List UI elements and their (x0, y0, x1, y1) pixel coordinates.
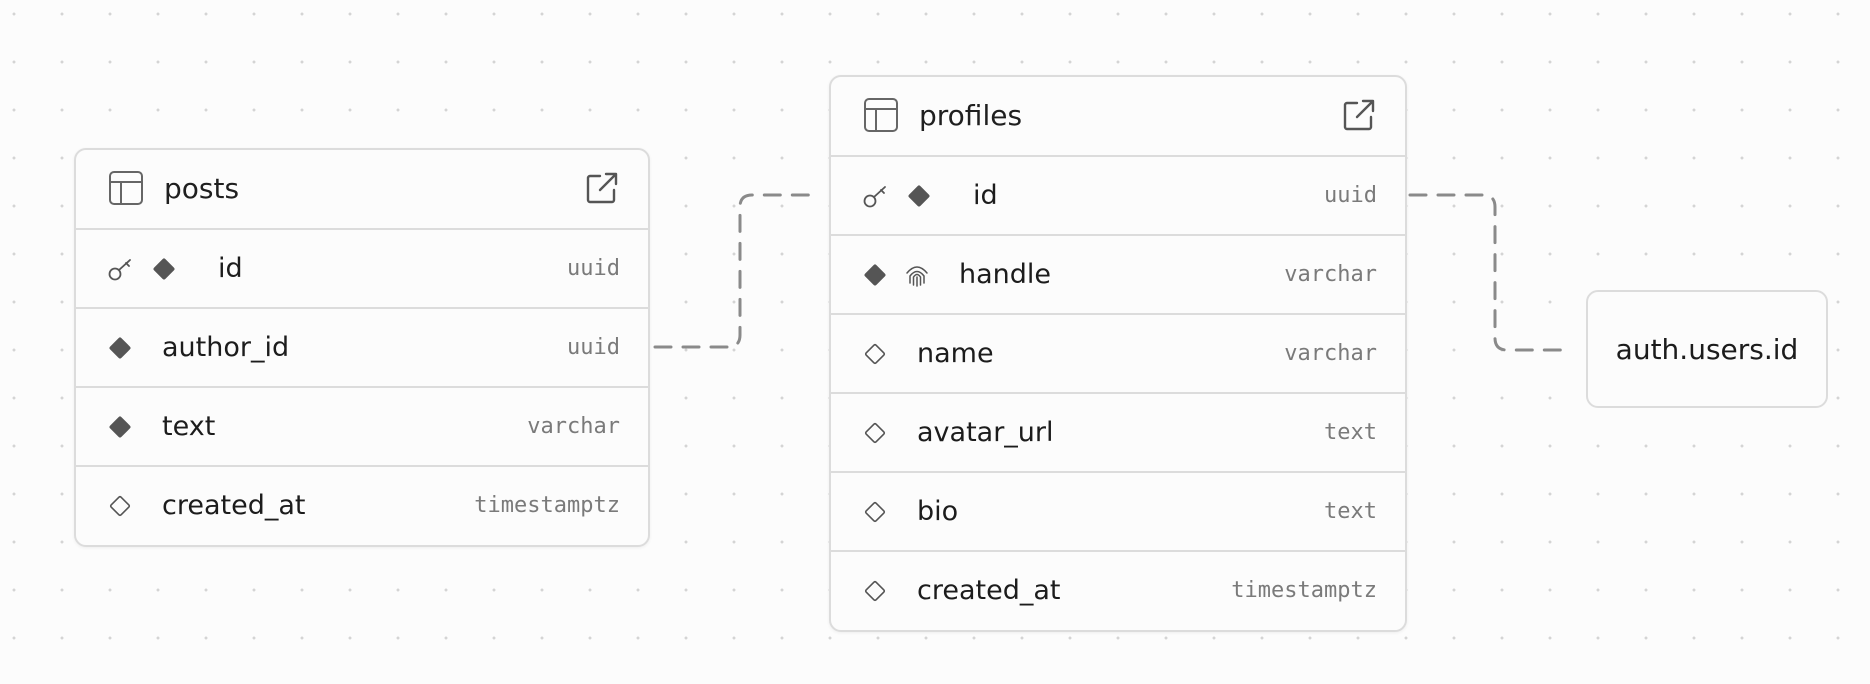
column-row-created-at[interactable]: created_at timestamptz (831, 552, 1405, 629)
reference-node-auth-users-id[interactable]: auth.users.id (1586, 290, 1828, 408)
external-link-icon[interactable] (1341, 97, 1377, 133)
column-name: created_at (917, 575, 1061, 606)
filled-diamond-icon (109, 337, 131, 359)
column-name: id (218, 253, 243, 284)
column-name: text (162, 411, 216, 442)
column-name: bio (917, 496, 959, 527)
filled-diamond-icon (864, 264, 886, 286)
column-type: uuid (1324, 183, 1377, 208)
connector-profiles-id-to-auth-users-id (1408, 193, 1570, 352)
column-name: id (973, 180, 998, 211)
filled-diamond-icon (153, 258, 175, 280)
column-type: timestamptz (1231, 578, 1377, 603)
column-type: varchar (1284, 262, 1377, 287)
filled-diamond-icon (109, 416, 131, 438)
table-card-profiles[interactable]: profiles id uuid handle varchar (829, 75, 1407, 632)
table-title: posts (164, 172, 240, 205)
hollow-diamond-icon (864, 422, 886, 444)
table-title: profiles (919, 99, 1023, 132)
column-row-id[interactable]: id uuid (831, 157, 1405, 236)
column-row-author-id[interactable]: author_id uuid (76, 309, 648, 388)
column-row-avatar-url[interactable]: avatar_url text (831, 394, 1405, 473)
column-type: text (1324, 420, 1377, 445)
fingerprint-icon (906, 266, 928, 287)
table-header: posts (76, 150, 648, 230)
table-header: profiles (831, 77, 1405, 157)
hollow-diamond-icon (864, 343, 886, 365)
column-row-bio[interactable]: bio text (831, 473, 1405, 552)
column-type: uuid (567, 256, 620, 281)
hollow-diamond-icon (109, 495, 131, 517)
connector-posts-author-id-to-profiles-id (653, 193, 818, 349)
key-icon (863, 186, 886, 208)
external-link-icon[interactable] (584, 170, 620, 206)
table-card-posts[interactable]: posts id uuid author_id uuid text varcha… (74, 148, 650, 547)
table-icon (109, 171, 143, 205)
column-type: timestamptz (474, 493, 620, 518)
filled-diamond-icon (908, 185, 930, 207)
column-type: text (1324, 499, 1377, 524)
table-icon (864, 98, 898, 132)
column-row-text[interactable]: text varchar (76, 388, 648, 467)
column-name: created_at (162, 490, 306, 521)
reference-label: auth.users.id (1615, 332, 1799, 366)
column-row-name[interactable]: name varchar (831, 315, 1405, 394)
column-row-id[interactable]: id uuid (76, 230, 648, 309)
column-name: avatar_url (917, 417, 1054, 448)
column-name: author_id (162, 332, 290, 363)
column-type: uuid (567, 335, 620, 360)
column-row-created-at[interactable]: created_at timestamptz (76, 467, 648, 544)
column-type: varchar (527, 414, 620, 439)
column-name: handle (959, 259, 1052, 290)
key-icon (108, 259, 131, 281)
column-name: name (917, 338, 994, 369)
column-row-handle[interactable]: handle varchar (831, 236, 1405, 315)
column-type: varchar (1284, 341, 1377, 366)
hollow-diamond-icon (864, 580, 886, 602)
hollow-diamond-icon (864, 501, 886, 523)
